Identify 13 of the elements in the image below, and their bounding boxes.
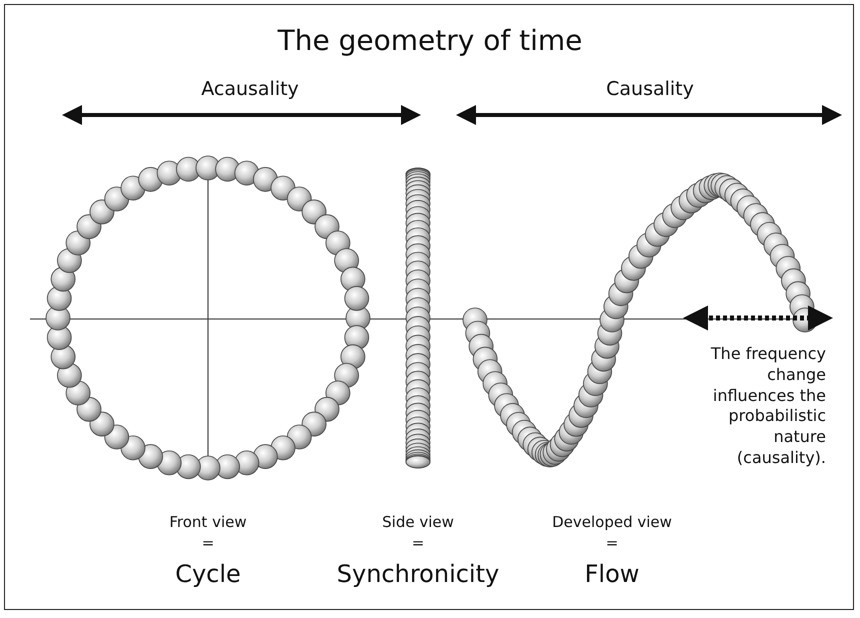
span-label: Acausality [200,78,300,101]
equals-sign: = [410,534,426,552]
view-name: Flow [584,560,640,589]
equals-sign: = [200,534,216,552]
view-name: Cycle [174,560,242,589]
view-label: Developed view [551,513,673,531]
span-label: Causality [605,78,695,101]
annotation-text: The frequency change influences the probabilistic nature (causality). [710,344,826,469]
equals-sign: = [604,534,620,552]
view-name: Synchronicity [336,560,500,589]
view-label: Side view [381,513,455,531]
diagram-title: The geometry of time [276,24,584,58]
view-label: Front view [168,513,248,531]
